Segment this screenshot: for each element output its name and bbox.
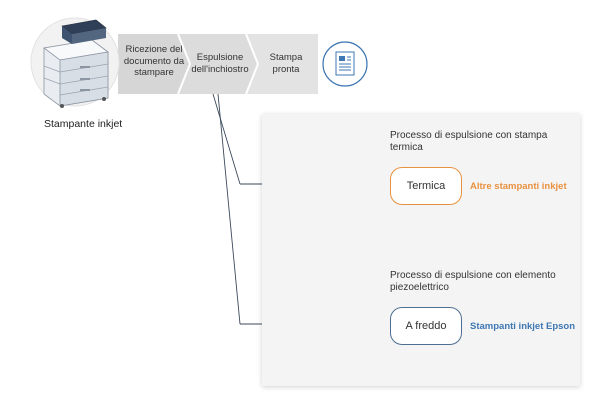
piezo-brand-label: Stampanti inkjet Epson (470, 321, 576, 332)
connector-lines (212, 93, 270, 325)
flow-step-ready: Stampa pronta (269, 52, 303, 75)
flow-step-eject: Espulsione dell'inchiostro (191, 52, 249, 75)
flow-step-receive: Ricezione del documento da stampare (123, 44, 185, 78)
thermal-process-title: Processo di espulsione con stampa termic… (390, 130, 548, 153)
piezo-process-title: Processo di espulsione con elemento piez… (390, 270, 556, 293)
ink-ejection-panel (262, 114, 580, 386)
printer-caption: Stampante inkjet (44, 118, 123, 130)
piezo-pill: A freddo (390, 307, 462, 345)
printer-icon (30, 17, 120, 108)
process-flow-band (118, 33, 318, 95)
document-icon (322, 41, 368, 87)
thermal-pill: Termica (390, 167, 462, 205)
thermal-brand-label: Altre stampanti inkjet (470, 181, 567, 192)
